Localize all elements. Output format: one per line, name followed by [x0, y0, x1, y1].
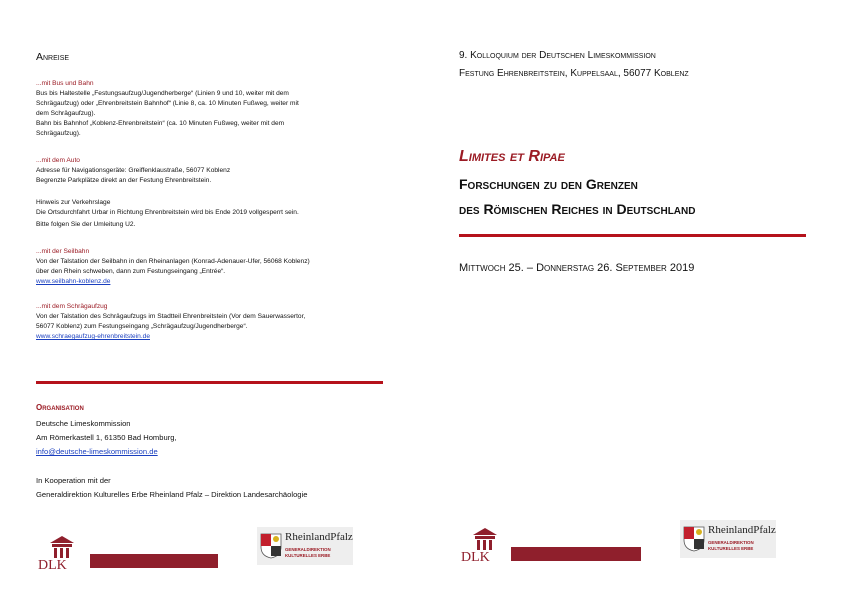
dlk-band: [511, 547, 641, 561]
anreise-schraeg-section: ...mit dem Schrägaufzug Von der Talstati…: [36, 302, 386, 342]
rlp-coat-of-arms-icon: [260, 533, 282, 559]
dlk-logo-text: DLK: [38, 558, 67, 571]
main-title: Limites et Ripae: [459, 148, 565, 165]
bus-line: Schrägaufzug).: [36, 130, 81, 137]
org-email-link[interactable]: info@deutsche-limeskommission.de: [36, 447, 158, 456]
organisation-title: Organisation: [36, 403, 84, 412]
seilbahn-line: über den Rhein schweben, dann zum Festun…: [36, 268, 226, 275]
bus-line: Schrägaufzug) oder „Ehrenbreitstein Bahn…: [36, 100, 299, 107]
header-line2: Festung Ehrenbreitstein, Kuppelsaal, 560…: [459, 68, 689, 79]
hinweis-line: Bitte folgen Sie der Umleitung U2.: [36, 221, 136, 228]
bus-line: dem Schrägaufzug).: [36, 110, 96, 117]
rlp-name: RheinlandPfalz: [708, 524, 776, 536]
rlp-coat-of-arms-icon: [683, 526, 705, 552]
koop-block: In Kooperation mit der Generaldirektion …: [36, 474, 307, 502]
event-date: Mittwoch 25. – Donnerstag 26. September …: [459, 262, 695, 274]
bus-line: Bus bis Haltestelle „Festungsaufzug/Juge…: [36, 90, 289, 97]
right-divider: [459, 234, 806, 237]
rlp-logo: RheinlandPfalz GENERALDIREKTION KULTUREL…: [257, 527, 353, 565]
koop-line: Generaldirektion Kulturelles Erbe Rheinl…: [36, 490, 308, 499]
anreise-title: Anreise: [36, 51, 70, 63]
dlk-logo-icon: DLK: [38, 536, 74, 571]
koop-line: In Kooperation mit der: [36, 476, 111, 485]
anreise-seilbahn-section: ...mit der Seilbahn Von der Talstation d…: [36, 247, 386, 287]
schraeg-line: 56077 Koblenz) zum Festungseingang „Schr…: [36, 323, 248, 330]
auto-line: Begrenzte Parkplätze direkt an der Festu…: [36, 177, 212, 184]
rlp-sub2: KULTURELLES ERBE: [285, 553, 331, 558]
dlk-band: [90, 554, 218, 568]
auto-heading: ...mit dem Auto: [36, 157, 80, 164]
rlp-sub2: KULTURELLES ERBE: [708, 546, 754, 551]
schraeg-link[interactable]: www.schraegaufzug-ehrenbreitstein.de: [36, 333, 150, 340]
schraeg-line: Von der Talstation des Schrägaufzugs im …: [36, 313, 306, 320]
hinweis-line: Hinweis zur Verkehrslage: [36, 199, 111, 206]
seilbahn-heading: ...mit der Seilbahn: [36, 248, 90, 255]
anreise-auto-section: ...mit dem Auto Adresse für Navigationsg…: [36, 156, 386, 186]
hinweis-section: Hinweis zur Verkehrslage Die Ortsdurchfa…: [36, 198, 386, 230]
left-divider: [36, 381, 383, 384]
schraeg-heading: ...mit dem Schrägaufzug: [36, 303, 108, 310]
seilbahn-line: Von der Talstation der Seilbahn in den R…: [36, 258, 310, 265]
rlp-name: RheinlandPfalz: [285, 531, 353, 543]
dlk-logo-icon: DLK: [461, 528, 497, 563]
bus-heading: ...mit Bus und Bahn: [36, 80, 94, 87]
hinweis-line: Die Ortsdurchfahrt Urbar in Richtung Ehr…: [36, 209, 299, 216]
header-line1: 9. Kolloquium der Deutschen Limeskommiss…: [459, 50, 656, 61]
subtitle-line2: des Römischen Reiches in Deutschland: [459, 201, 696, 217]
dlk-logo-text: DLK: [461, 550, 490, 563]
rlp-sub1: GENERALDIREKTION: [708, 540, 754, 545]
seilbahn-link[interactable]: www.seilbahn-koblenz.de: [36, 278, 111, 285]
org-line: Am Römerkastell 1, 61350 Bad Homburg,: [36, 433, 177, 442]
org-block: Deutsche Limeskommission Am Römerkastell…: [36, 417, 177, 459]
rlp-sub1: GENERALDIREKTION: [285, 547, 331, 552]
subtitle-line1: Forschungen zu den Grenzen: [459, 176, 638, 192]
auto-line: Adresse für Navigationsgeräte: Greiffenk…: [36, 167, 231, 174]
anreise-bus-section: ...mit Bus und Bahn Bus bis Haltestelle …: [36, 79, 386, 139]
bus-line: Bahn bis Bahnhof „Koblenz-Ehrenbreitstei…: [36, 120, 285, 127]
rlp-logo: RheinlandPfalz GENERALDIREKTION KULTUREL…: [680, 520, 776, 558]
org-line: Deutsche Limeskommission: [36, 419, 131, 428]
